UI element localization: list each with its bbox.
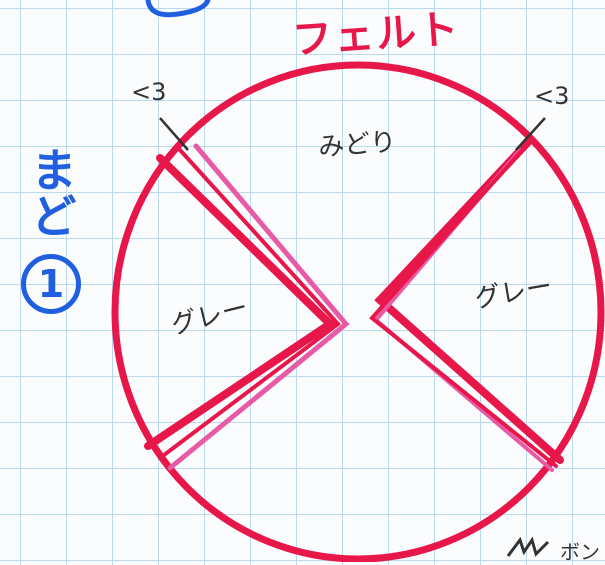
left-v-outer: [144, 154, 337, 450]
partial-blue-circle: [145, 0, 211, 18]
side-label: まど 1: [14, 146, 88, 314]
right-v-outer: [374, 136, 564, 464]
dimension-note-right: <3: [534, 82, 570, 110]
side-label-number: 1: [21, 254, 81, 314]
right-dimension-tick: [515, 117, 546, 151]
right-v-inner: [373, 148, 554, 472]
left-dimension-tick: [159, 117, 189, 151]
right-v-mid: [369, 144, 558, 468]
side-label-text: まど: [24, 146, 78, 238]
left-v-mid: [158, 148, 341, 460]
corner-text: ボン: [560, 540, 600, 564]
corner-scribble: [506, 536, 550, 557]
main-circle: [111, 61, 605, 562]
dimension-note-left: <3: [131, 78, 167, 106]
left-v-inner: [167, 143, 350, 471]
region-label-top: みどり: [317, 127, 398, 163]
